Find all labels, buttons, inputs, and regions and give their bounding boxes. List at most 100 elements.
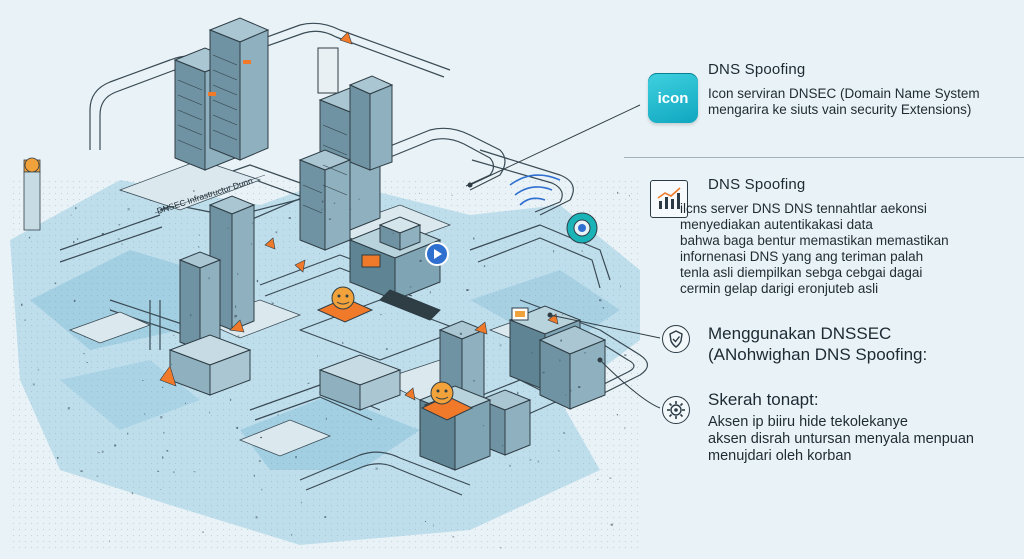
particle: [300, 501, 302, 504]
lamp-post: [23, 157, 41, 231]
particle: [597, 478, 599, 480]
particle: [202, 531, 204, 533]
particle: [529, 459, 532, 461]
gear-icon: [662, 396, 690, 424]
particles: [21, 190, 630, 549]
particle: [629, 195, 630, 197]
particle: [578, 386, 581, 388]
particle: [260, 436, 263, 439]
particle: [624, 354, 627, 356]
particle: [482, 425, 484, 427]
particle: [602, 307, 605, 309]
particle: [386, 348, 388, 350]
particle: [131, 492, 133, 495]
particle: [419, 192, 420, 194]
particle: [321, 208, 323, 211]
particle: [96, 475, 99, 477]
particle: [37, 368, 40, 371]
particle: [499, 344, 502, 347]
block2-line: tenla asli diempilkan sebga cebgai dagai: [680, 265, 923, 280]
orange-arrows: [159, 31, 559, 401]
block1-body: Icon serviran DNSEC (Domain Name System …: [708, 86, 980, 118]
particle: [67, 407, 70, 410]
particle: [80, 470, 83, 472]
particle: [425, 520, 426, 522]
particle: [288, 217, 291, 219]
particle: [193, 471, 196, 473]
particle: [193, 190, 195, 192]
particle: [377, 427, 380, 429]
particle: [28, 236, 31, 239]
block1-title: DNS Spoofing: [708, 61, 806, 78]
teal-ring-icon: [566, 212, 598, 244]
particle: [349, 208, 352, 210]
shield-check-icon: [662, 325, 690, 353]
block4-title: Skerah tonapt:: [708, 390, 819, 409]
particle: [227, 227, 230, 229]
particle: [209, 411, 210, 414]
particle: [235, 305, 237, 308]
particle: [500, 546, 502, 549]
particle: [234, 316, 236, 319]
particle: [553, 250, 555, 253]
particle: [166, 450, 169, 452]
particle: [419, 259, 422, 262]
particle: [229, 398, 232, 401]
particle: [258, 460, 261, 462]
particle: [73, 240, 75, 244]
particle: [569, 389, 572, 392]
particle: [319, 391, 321, 394]
particle: [275, 231, 278, 234]
particle: [75, 207, 77, 210]
particle: [483, 265, 486, 268]
particle: [342, 341, 344, 344]
particle: [432, 524, 434, 527]
particle: [250, 243, 253, 245]
particle: [190, 314, 192, 317]
particle: [466, 289, 469, 291]
particle: [108, 540, 110, 543]
particle: [509, 464, 512, 467]
particle: [517, 392, 519, 395]
particle: [73, 299, 76, 302]
server-cluster-right: [438, 305, 607, 456]
particle: [161, 386, 164, 388]
panel-divider: [624, 157, 1024, 158]
particle: [559, 359, 561, 362]
particle: [317, 355, 318, 357]
particle: [208, 277, 210, 280]
particle: [502, 444, 504, 447]
particle: [473, 237, 475, 240]
particle: [21, 303, 23, 306]
particle: [118, 224, 121, 226]
block4-line: Aksen ip biiru hide tekolekanye: [708, 414, 908, 430]
particle: [172, 334, 175, 336]
particle: [325, 417, 327, 420]
particle: [127, 208, 130, 211]
play-marker: [425, 242, 449, 266]
particle: [380, 314, 382, 316]
particle: [563, 431, 565, 434]
particle: [173, 471, 175, 474]
block4-line: menujdari oleh korban: [708, 448, 852, 464]
particle: [237, 335, 240, 338]
particle: [255, 516, 258, 519]
block2-line: bahwa baga bentur memastikan memastikan: [680, 233, 949, 248]
block2-line: infornenasi DNS yang ang teriman palah: [680, 249, 924, 264]
block4-line: aksen disrah untursan menyala menpuan: [708, 431, 974, 447]
server-tower-left: [173, 17, 270, 171]
particle: [558, 449, 560, 452]
server-tower-center: [298, 47, 394, 251]
particle: [54, 282, 57, 285]
particle: [117, 238, 120, 240]
particle: [328, 218, 332, 220]
particle: [162, 456, 164, 459]
particle: [291, 534, 293, 536]
particle: [86, 362, 88, 363]
warning-marker-2: [420, 381, 474, 421]
particle: [307, 382, 310, 384]
block1-line: mengarira ke siuts vain security Extensi…: [708, 102, 972, 117]
particle: [198, 246, 200, 248]
particle: [77, 238, 79, 241]
